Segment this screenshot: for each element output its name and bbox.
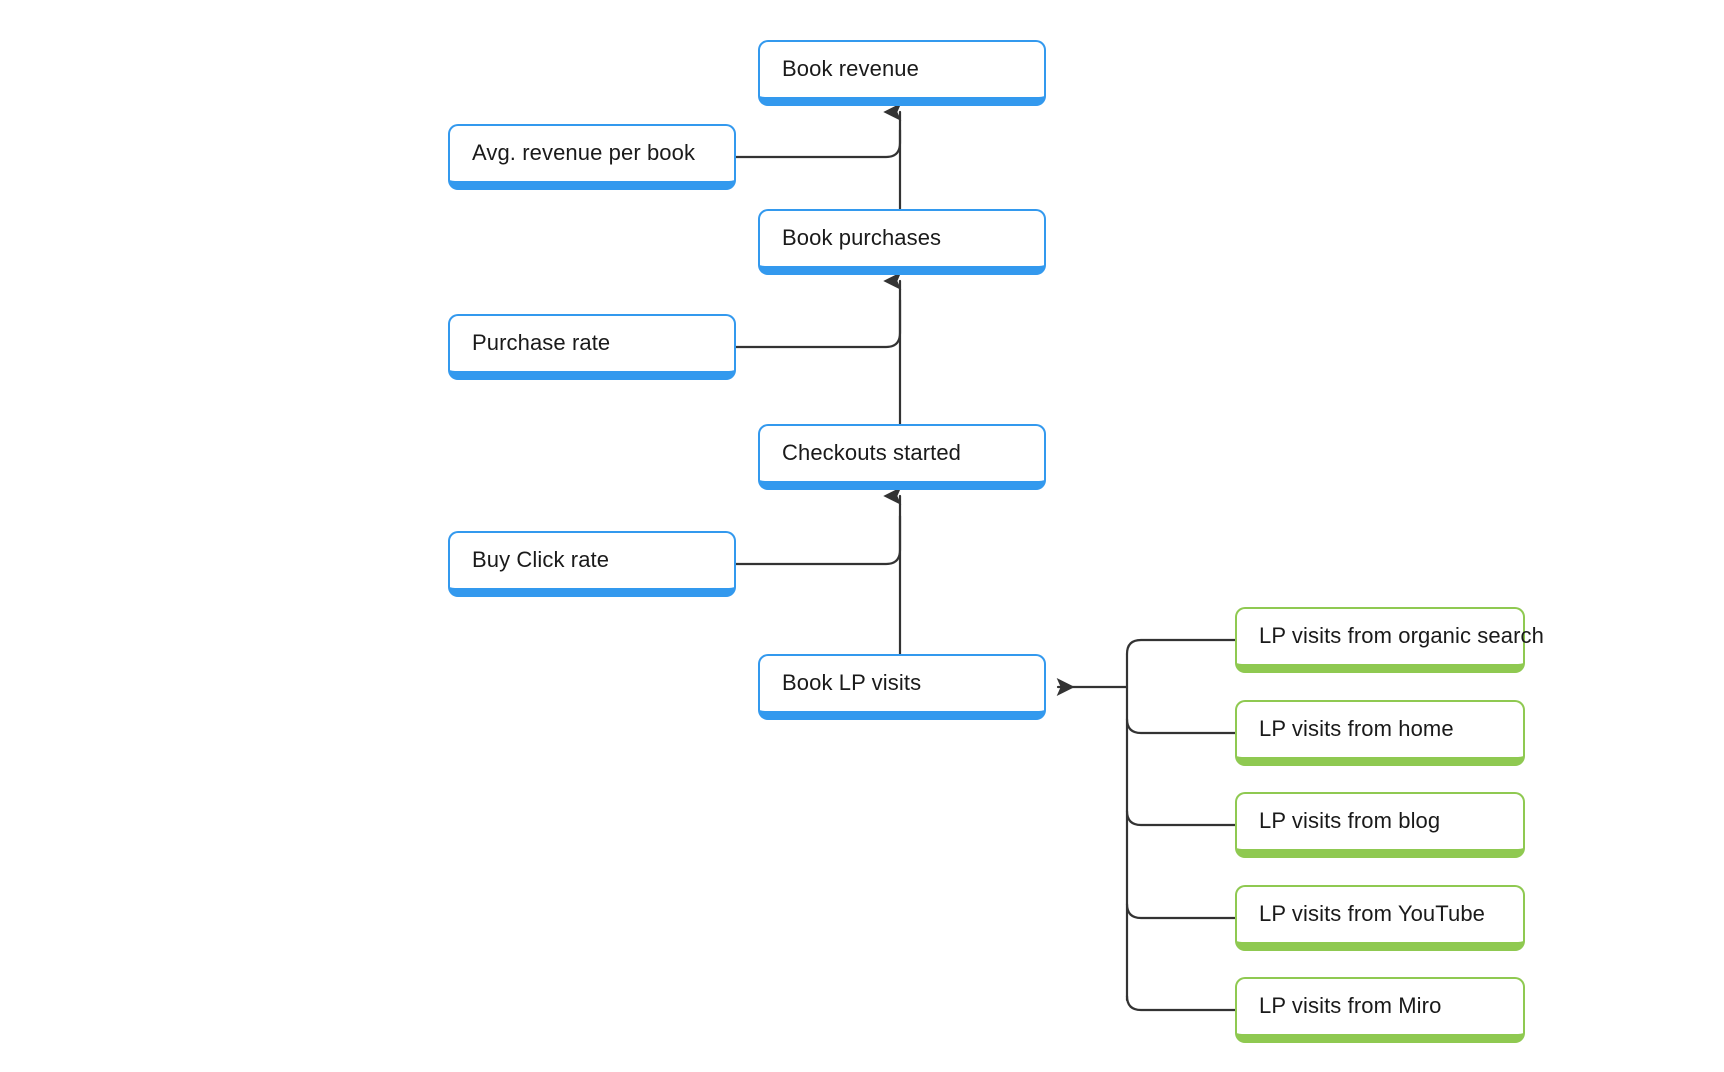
edge-purchase-rate-to-purchases xyxy=(734,298,902,349)
edge-bus-branch-organic-search xyxy=(1125,638,1237,656)
node-label: Purchase rate xyxy=(472,330,611,356)
node-avg-revenue-per-book[interactable]: Avg. revenue per book xyxy=(448,124,736,190)
node-buy-click-rate[interactable]: Buy Click rate xyxy=(448,531,736,597)
node-label: Avg. revenue per book xyxy=(472,140,696,166)
node-lp-visits-organic-search[interactable]: LP visits from organic search xyxy=(1235,607,1544,673)
node-label: LP visits from YouTube xyxy=(1259,901,1485,927)
node-book-revenue[interactable]: Book revenue xyxy=(758,40,1046,106)
node-label: Book LP visits xyxy=(782,670,922,696)
edge-bus-branch-youtube xyxy=(1125,902,1237,920)
node-lp-visits-blog[interactable]: LP visits from blog xyxy=(1235,792,1525,858)
node-lp-visits-home[interactable]: LP visits from home xyxy=(1235,700,1525,766)
edge-bus-branch-home xyxy=(1125,717,1237,735)
node-label: LP visits from home xyxy=(1259,716,1454,742)
edge-buyclick-to-checkouts xyxy=(734,514,902,566)
node-purchase-rate[interactable]: Purchase rate xyxy=(448,314,736,380)
node-label: Buy Click rate xyxy=(472,547,610,573)
edge-bus-branch-blog xyxy=(1125,809,1237,827)
node-book-lp-visits[interactable]: Book LP visits xyxy=(758,654,1046,720)
edge-bus-branch-miro xyxy=(1125,994,1237,1012)
node-label: Checkouts started xyxy=(782,440,962,466)
node-checkouts-started[interactable]: Checkouts started xyxy=(758,424,1046,490)
node-label: LP visits from blog xyxy=(1259,808,1441,834)
node-label: LP visits from organic search xyxy=(1259,623,1544,649)
node-lp-visits-youtube[interactable]: LP visits from YouTube xyxy=(1235,885,1525,951)
node-label: Book revenue xyxy=(782,56,919,82)
node-label: Book purchases xyxy=(782,225,942,251)
node-book-purchases[interactable]: Book purchases xyxy=(758,209,1046,275)
edge-avg-rev-to-revenue xyxy=(734,128,902,159)
node-lp-visits-miro[interactable]: LP visits from Miro xyxy=(1235,977,1525,1043)
node-label: LP visits from Miro xyxy=(1259,993,1442,1019)
